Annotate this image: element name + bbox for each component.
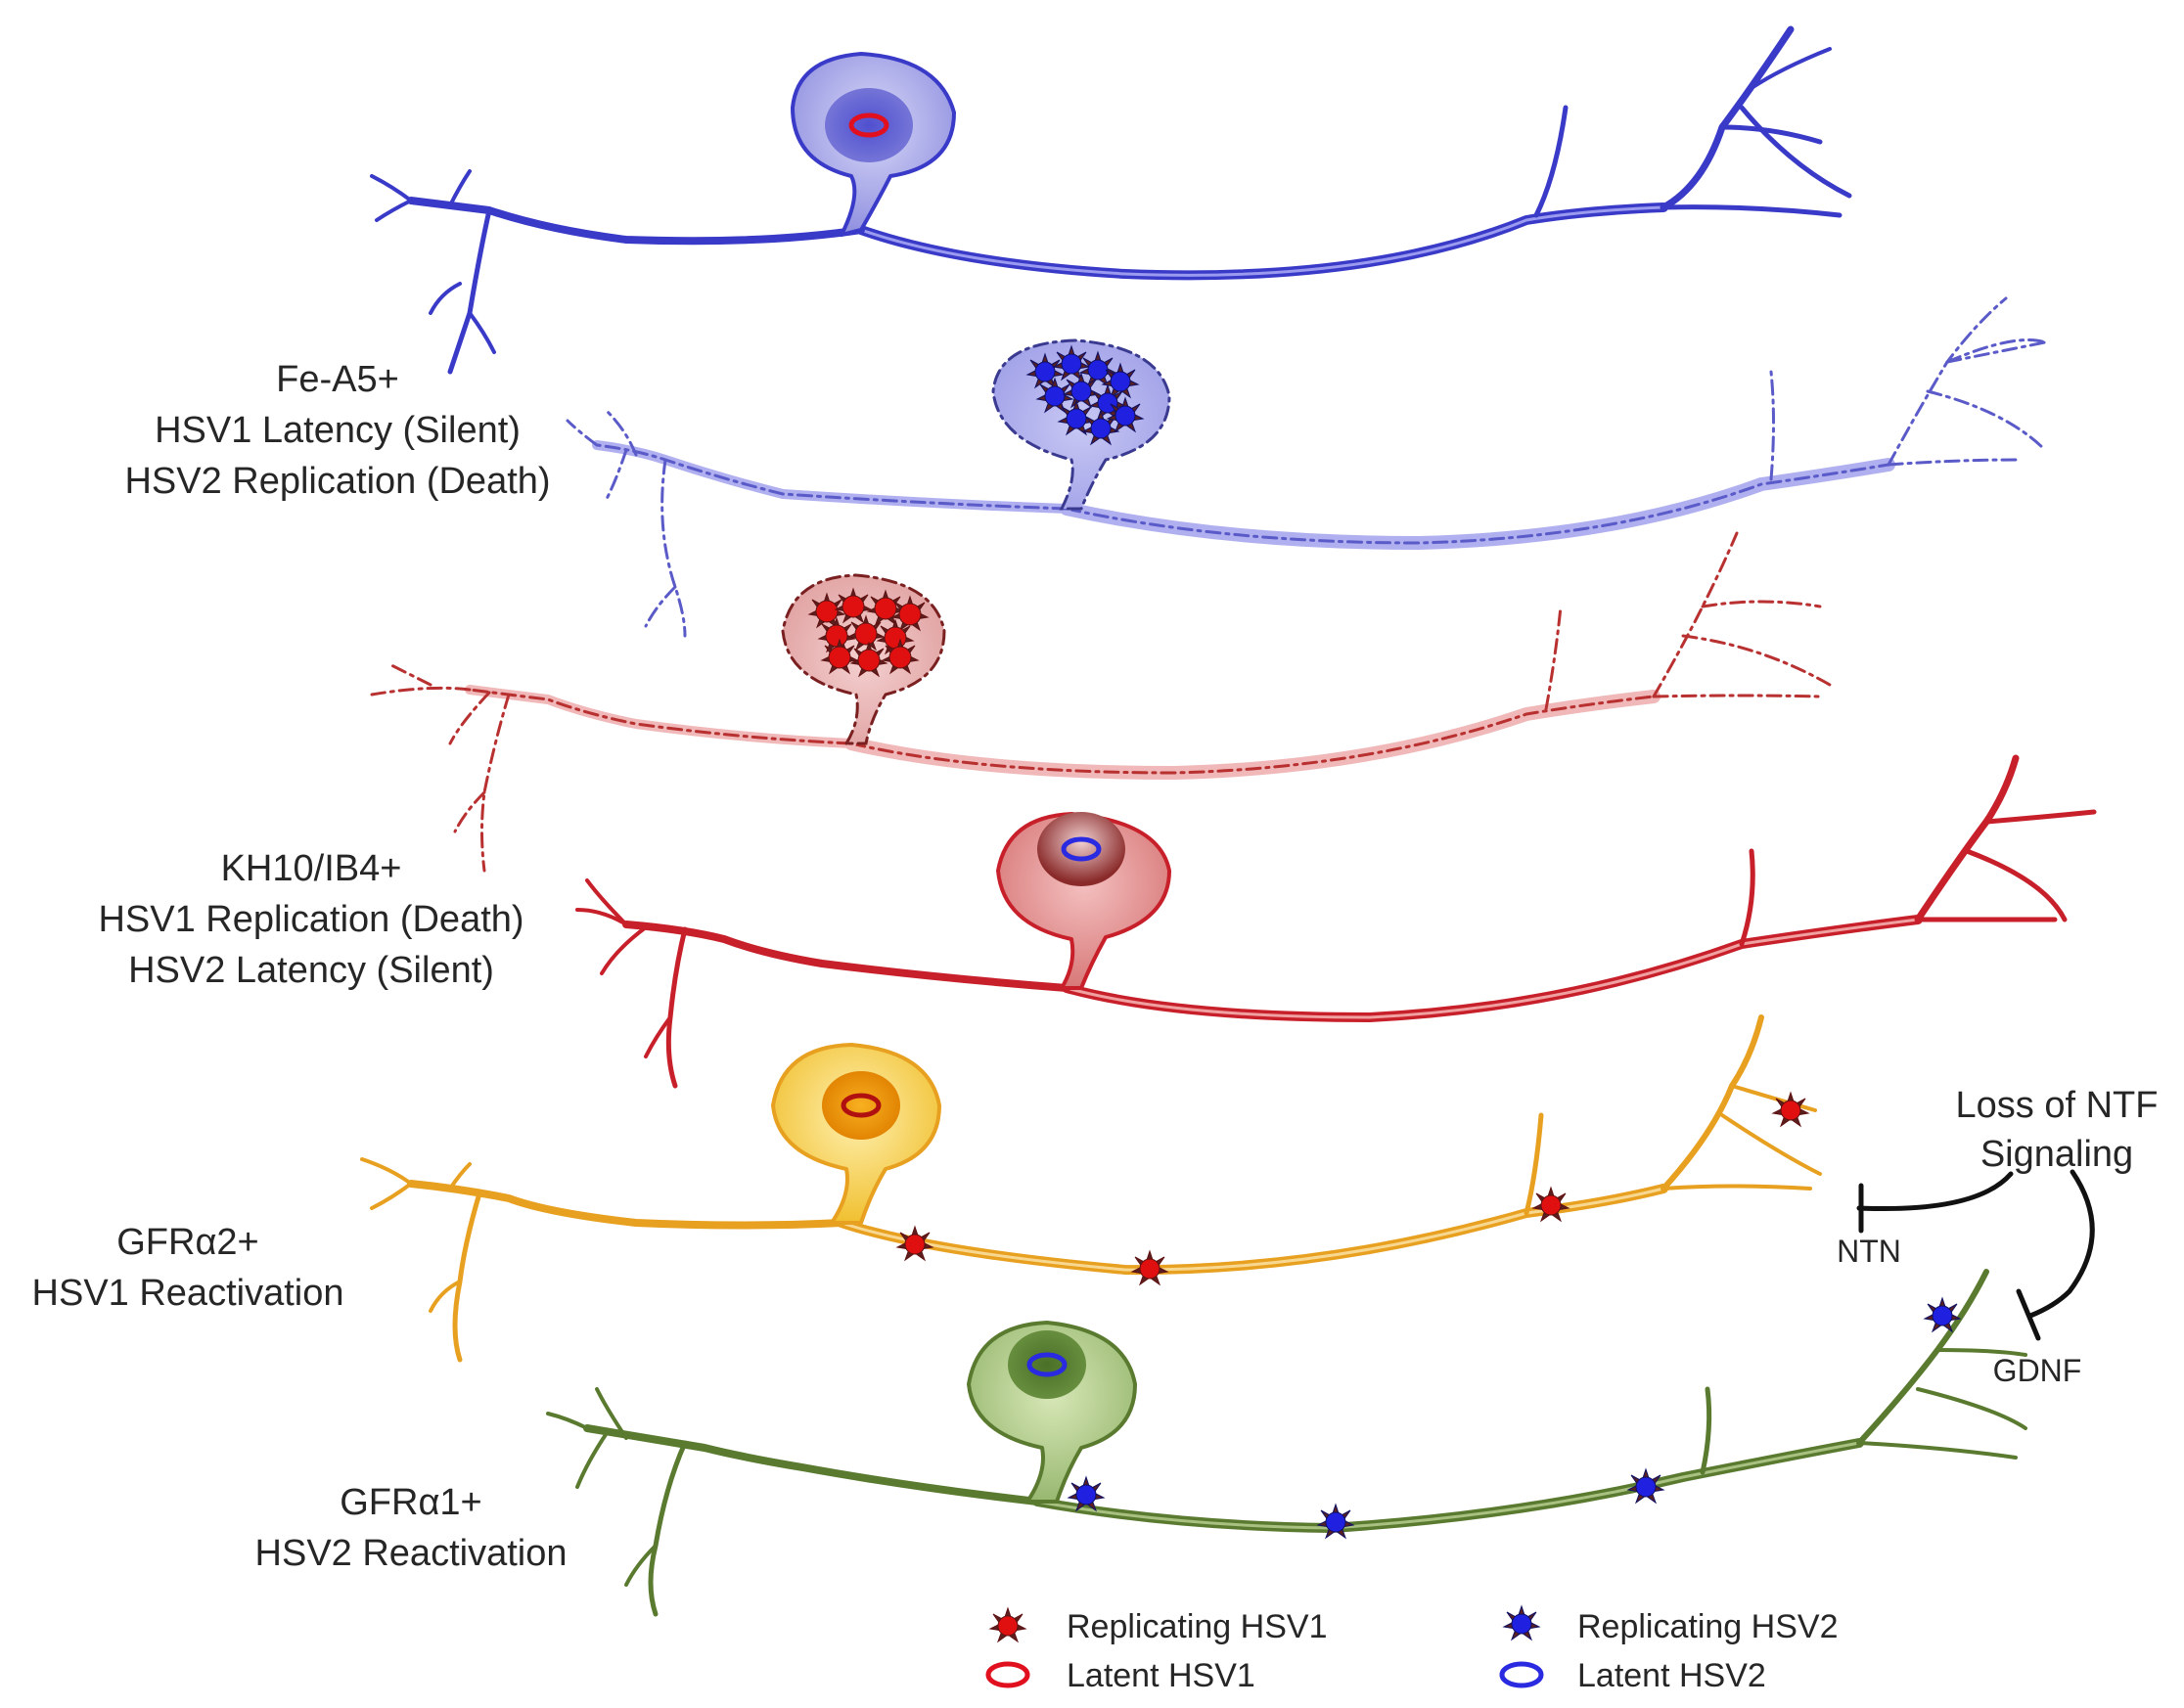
hsv1-replicating-cluster <box>808 588 929 677</box>
kh10-label-line2: HSV1 Replication (Death) <box>98 899 523 940</box>
legend-replicating-hsv2-text: Replicating HSV2 <box>1577 1608 1838 1645</box>
hsv2-replicating-along-axon <box>1068 1297 1961 1539</box>
legend-latent-hsv2-text: Latent HSV2 <box>1577 1657 1766 1694</box>
fe-a5-label-line2: HSV1 Latency (Silent) <box>155 410 521 451</box>
neuron-yellow-reactivation <box>360 1014 1822 1363</box>
ntn-label: NTN <box>1837 1234 1901 1269</box>
kh10-label-line3: HSV2 Latency (Silent) <box>128 950 494 991</box>
latent-hsv1-marker <box>841 1093 882 1118</box>
neuron-blue-dying <box>566 296 2047 638</box>
hsv2-replicating-cluster <box>1026 345 1144 445</box>
gfra2-label-line1: GFRα2+ <box>116 1222 259 1263</box>
legend-replicating-hsv2-icon <box>1503 1605 1540 1641</box>
legend-replicating-hsv1-icon <box>989 1607 1026 1642</box>
kh10-label-line1: KH10/IB4+ <box>221 848 402 889</box>
legend-latent-hsv2-icon <box>1499 1661 1544 1688</box>
gfra1-label-line1: GFRα1+ <box>340 1482 482 1523</box>
legend-latent-hsv1-text: Latent HSV1 <box>1067 1657 1255 1694</box>
hsv1-replicating-along-axon <box>896 1092 1809 1285</box>
ntf-label-line2: Signaling <box>1980 1134 2133 1175</box>
ntf-label-line1: Loss of NTF <box>1956 1085 2159 1126</box>
legend-replicating-hsv1-text: Replicating HSV1 <box>1067 1608 1327 1645</box>
latent-hsv2-marker <box>1061 836 1102 862</box>
neuron-red-latent <box>575 754 2097 1089</box>
legend: Replicating HSV1 Latent HSV1 Replicating… <box>985 1605 1838 1694</box>
fe-a5-label-line1: Fe-A5+ <box>276 359 399 400</box>
latent-hsv1-marker <box>848 112 889 138</box>
legend-latent-hsv1-icon <box>985 1661 1030 1688</box>
gdnf-label: GDNF <box>1993 1353 2082 1388</box>
gfra1-label-line2: HSV2 Reactivation <box>255 1533 568 1574</box>
neuron-blue-latent <box>370 25 1852 375</box>
neuron-green-reactivation <box>546 1269 2027 1617</box>
ntf-signaling-arrows <box>1856 1169 2095 1341</box>
latent-hsv2-marker <box>1026 1352 1068 1377</box>
gfra2-label-line2: HSV1 Reactivation <box>32 1273 344 1314</box>
fe-a5-label-line3: HSV2 Replication (Death) <box>124 461 550 502</box>
